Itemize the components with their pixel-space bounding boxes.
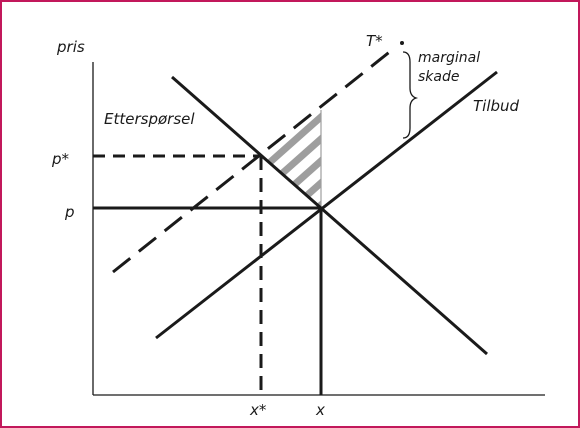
social-cost-curve	[112, 48, 393, 274]
p-label: p	[64, 203, 75, 221]
marginal-label: marginal	[418, 50, 480, 66]
marginal-damage-brace	[402, 51, 419, 139]
demand-curve	[171, 75, 488, 356]
social-cost-curve-dot	[400, 41, 404, 45]
x-label: x	[315, 401, 325, 419]
y-axis-label: pris	[56, 38, 85, 56]
p-star-label: p*	[51, 150, 70, 168]
x-star-label: x*	[249, 401, 267, 419]
damage-label: skade	[418, 69, 459, 85]
demand-label: Etterspørsel	[104, 110, 195, 128]
supply-curve	[155, 70, 498, 340]
supply-label: Tilbud	[473, 97, 520, 115]
t-star-label: T*	[366, 32, 383, 50]
